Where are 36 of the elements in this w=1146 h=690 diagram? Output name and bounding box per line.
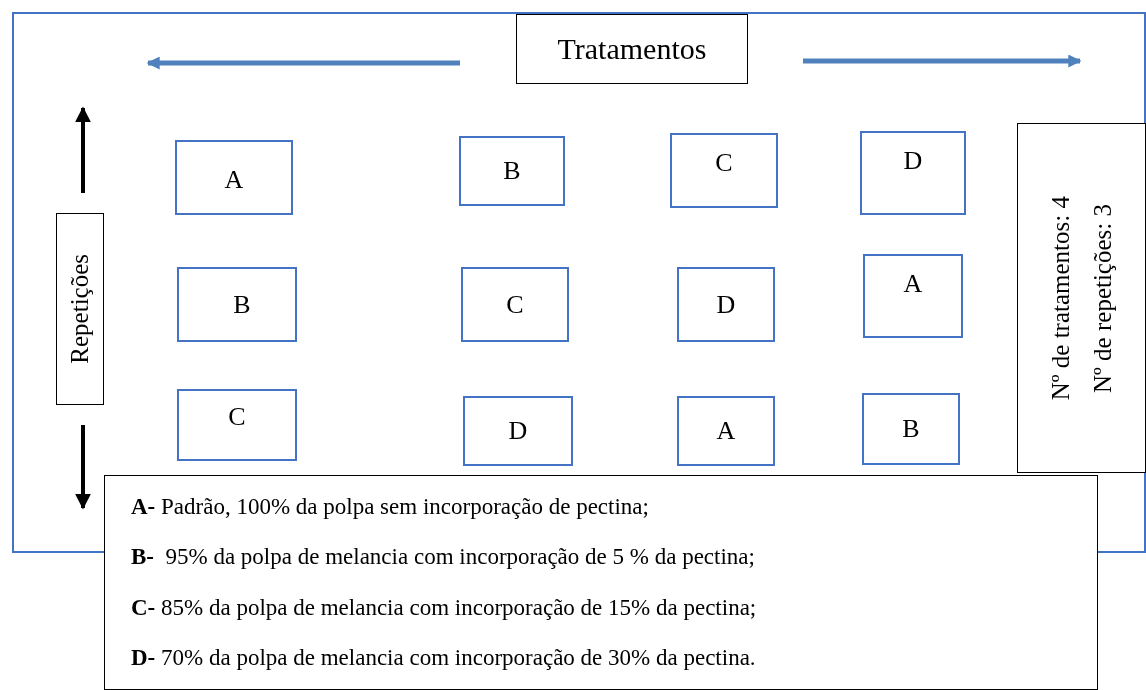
legend-text: C- 85% da polpa de melancia com incorporação de 15% da pectina; bbox=[131, 594, 757, 621]
treatment-letter: D bbox=[716, 289, 736, 320]
legend-text: B- 95% da polpa de melancia com incorporação de 5 % da pectina; bbox=[131, 544, 755, 571]
plot-box bbox=[863, 254, 963, 338]
treatment-letter: D bbox=[903, 146, 923, 176]
label-box bbox=[56, 213, 104, 405]
plot-box bbox=[862, 393, 960, 465]
info-box bbox=[1017, 123, 1146, 473]
treatment-letter: C bbox=[228, 402, 246, 432]
treatment-letter: C bbox=[715, 147, 733, 178]
count-text: Nº de tratamentos: 4 bbox=[1046, 195, 1075, 401]
axis-title: Tratamentos bbox=[557, 32, 707, 66]
plot-box bbox=[677, 267, 775, 342]
plot-box bbox=[177, 267, 297, 342]
plot-box bbox=[677, 396, 775, 466]
label-box bbox=[516, 14, 748, 84]
plot-box bbox=[175, 140, 293, 215]
treatment-letter: D bbox=[508, 416, 528, 446]
plot-box bbox=[177, 389, 297, 461]
plot-box bbox=[860, 131, 966, 215]
plot-box bbox=[463, 396, 573, 466]
plot-box bbox=[670, 133, 778, 208]
plot-box bbox=[461, 267, 569, 342]
plot-box bbox=[459, 136, 565, 206]
treatment-letter: A bbox=[903, 269, 923, 299]
axis-title: Repetições bbox=[66, 254, 94, 364]
treatment-letter: B bbox=[902, 414, 920, 444]
count-text: Nº de repetições: 3 bbox=[1088, 203, 1117, 393]
legend-box bbox=[104, 475, 1098, 690]
legend-text: A- Padrão, 100% da polpa sem incorporação de pectina; bbox=[131, 494, 649, 521]
treatment-letter: A bbox=[224, 165, 244, 195]
treatment-letter: A bbox=[716, 416, 736, 446]
treatment-letter: C bbox=[506, 289, 524, 320]
treatment-letter: B bbox=[503, 156, 521, 186]
legend-text: D- 70% da polpa de melancia com incorporação de 30% da pectina. bbox=[131, 644, 756, 671]
treatment-letter: B bbox=[233, 289, 251, 320]
